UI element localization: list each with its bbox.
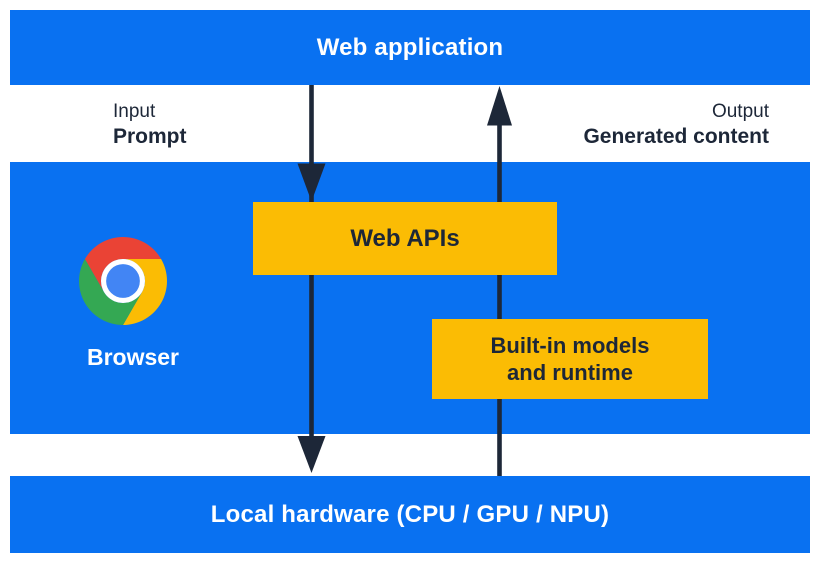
builtin-models-box: Built-in models and runtime (432, 319, 708, 399)
input-label-group: Input Prompt (113, 101, 187, 149)
output-label-group: Output Generated content (583, 101, 769, 149)
chrome-logo-red-segment (84, 237, 162, 292)
local-hardware-label: Local hardware (CPU / GPU / NPU) (210, 500, 610, 528)
down-arrowhead-bottom (297, 436, 326, 473)
input-caption: Input (113, 101, 156, 122)
chrome-logo-yellow-segment (123, 259, 167, 325)
up-arrowhead-top (487, 86, 512, 126)
builtin-models-line1: Built-in models (490, 333, 650, 358)
output-caption: Output (711, 101, 769, 122)
web-application-bar: Web application (10, 10, 810, 85)
chrome-logo-blue-center (106, 264, 140, 298)
local-hardware-bar: Local hardware (CPU / GPU / NPU) (10, 476, 810, 553)
input-value-label: Prompt (113, 125, 187, 148)
output-value-label: Generated content (583, 125, 769, 148)
web-apis-box: Web APIs (253, 202, 557, 275)
builtin-models-line2: and runtime (507, 360, 633, 385)
chrome-logo-icon (79, 237, 167, 325)
web-apis-label: Web APIs (350, 224, 460, 252)
web-application-label: Web application (316, 33, 504, 61)
chrome-logo-green-segment (79, 259, 143, 325)
browser-label: Browser (86, 344, 180, 370)
